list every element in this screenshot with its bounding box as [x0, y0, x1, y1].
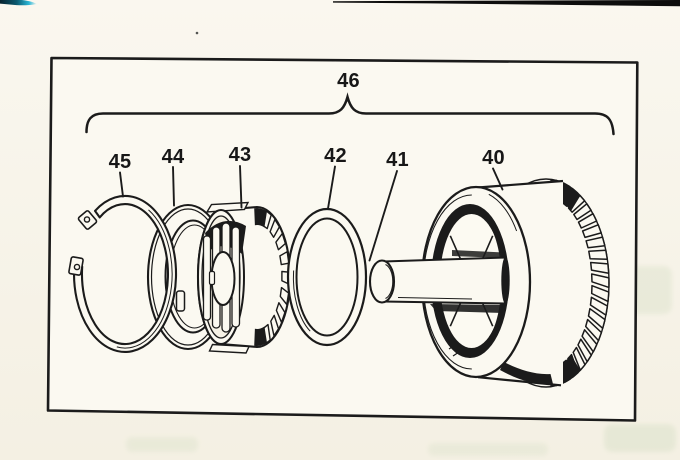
callout-43-label: 43 [229, 144, 252, 166]
bearing-roller [279, 286, 290, 306]
snap-ring-ear-hole [73, 263, 81, 271]
gear-tooth [587, 307, 606, 330]
ring-notch [175, 290, 186, 312]
bearing-roller [270, 314, 280, 337]
callout-42-label: 42 [324, 145, 347, 167]
callout-40-leader [492, 167, 504, 191]
gear-tooth [589, 296, 609, 316]
gear-tooth [577, 338, 593, 363]
shaft-shadow [430, 304, 503, 313]
bearing-roller [269, 218, 281, 239]
part-43-roller-bearing [196, 201, 292, 354]
scan-top-bar [333, 0, 680, 7]
gear-tooth [584, 318, 603, 342]
shaft-shadow-top [452, 250, 504, 258]
callout-40-label: 40 [482, 147, 505, 169]
callout-44-leader [172, 166, 175, 207]
gear-tooth [590, 273, 610, 289]
callout-42-leader [327, 165, 336, 210]
scanner-streak [0, 0, 37, 6]
callout-43-leader [239, 165, 243, 209]
callout-41-label: 41 [386, 149, 409, 171]
gear-tooth [573, 203, 592, 221]
shaft-end-shadow [501, 257, 510, 304]
gear-tooth [581, 224, 602, 239]
part-41-shaft [368, 256, 510, 305]
gear-tooth [588, 249, 609, 261]
gear-tooth [585, 236, 606, 249]
bearing-roller [275, 302, 286, 323]
part-45-snap-ring [68, 194, 178, 353]
cage-lip-top [205, 201, 250, 213]
bearing-roller-cage [262, 209, 291, 345]
gear-tooth [577, 212, 598, 229]
callout-45-label: 45 [109, 151, 132, 173]
bearing-roller [275, 232, 287, 251]
cage-lip-bottom [208, 343, 251, 354]
drum-shadow-bottom [500, 362, 553, 385]
group-bracket: 46 [85, 70, 615, 136]
gear-tooth [581, 329, 598, 353]
part-42-ring [286, 207, 368, 347]
callout-45-leader [119, 171, 124, 198]
callouts: 45 44 43 42 41 40 [109, 144, 505, 262]
paper-speck [195, 31, 199, 35]
callout-44-label: 44 [162, 146, 185, 168]
brace-46 [85, 92, 615, 136]
gear-tooth [590, 284, 610, 303]
bracket-label: 46 [337, 70, 360, 92]
snap-ring-ear-hole [83, 216, 91, 223]
gear-tooth [589, 261, 610, 274]
callout-41-leader [368, 170, 398, 262]
